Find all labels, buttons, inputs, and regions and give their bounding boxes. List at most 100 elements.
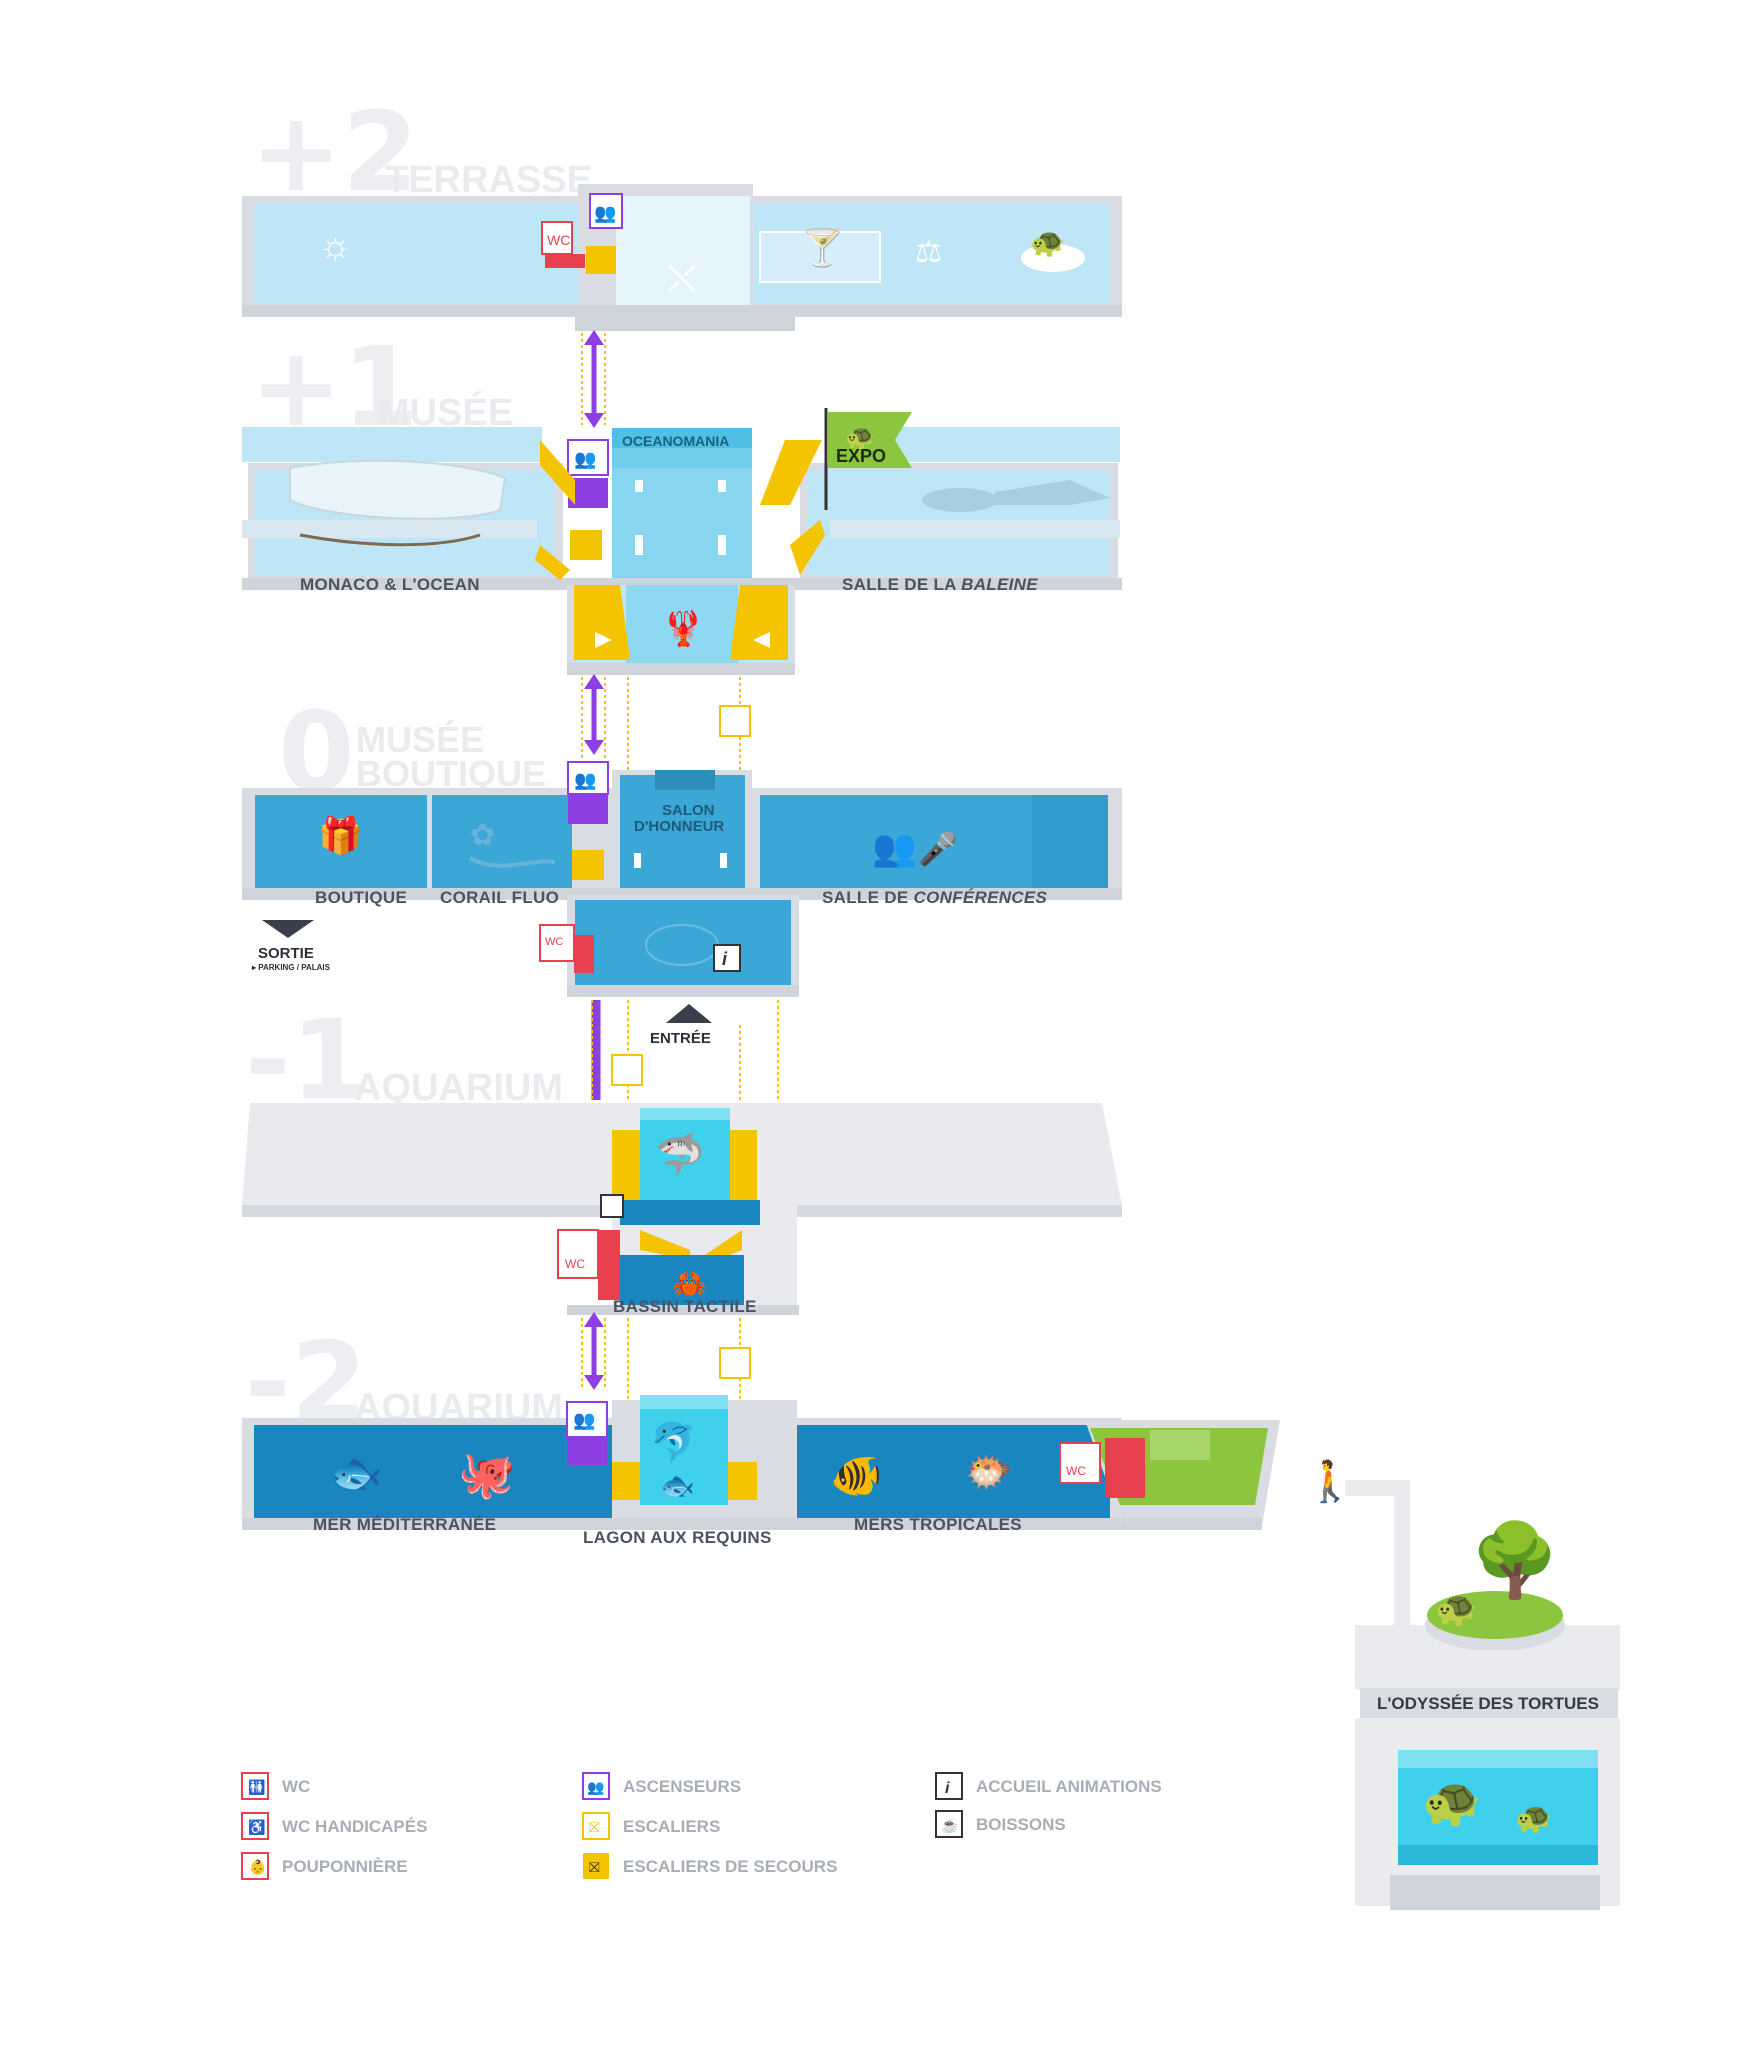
level-name-2: BOUTIQUE: [356, 753, 546, 794]
sea-turtle-icon: 🐢: [1422, 1776, 1482, 1829]
elevator-glyph: 👥: [587, 1779, 604, 1796]
room-label-baleine: SALLE DE LA BALEINE: [842, 575, 1038, 594]
gift-icon: 🎁: [318, 815, 363, 856]
clownfish-icon: 🐡: [965, 1452, 1012, 1494]
elevator-icon[interactable]: [566, 1401, 608, 1438]
elevator-icon[interactable]: [589, 193, 623, 229]
emergency-stairs-icon[interactable]: [572, 850, 604, 880]
nursery-icon: [241, 1852, 269, 1880]
island-icon: [1427, 1591, 1563, 1639]
legend-label: POUPONNIÈRE: [282, 1857, 408, 1876]
room-label-salon-1: SALON: [662, 802, 715, 819]
elevator-icon[interactable]: [567, 439, 609, 476]
exit-sublabel: ▸ PARKING / PALAIS: [251, 963, 331, 972]
entrance-label[interactable]: ENTRÉE: [650, 1030, 711, 1047]
exit-label[interactable]: SORTIE: [258, 945, 314, 962]
level-name: TERRASSE: [385, 159, 592, 201]
info-glyph: i: [722, 949, 728, 969]
angelfish-icon: 🐠: [830, 1452, 882, 1499]
elevator-shaft-4: [581, 1312, 751, 1400]
elevator-glyph: 👥: [574, 770, 596, 790]
whale-icon: [922, 488, 998, 512]
legend-item-wc: 🚻 WC: [241, 1772, 310, 1800]
crab-icon: 🦀: [672, 1268, 707, 1299]
legend: 🚻 WC ♿ WC HANDICAPÉS 👶 POUPONNIÈRE 👥 ASC…: [241, 1772, 1162, 1880]
room-label-corail: CORAIL FLUO: [440, 888, 559, 907]
drinks-icon: [935, 1810, 963, 1838]
octopus-icon: 🐙: [458, 1448, 515, 1502]
legend-item-info: i ACCUEIL ANIMATIONS: [935, 1772, 1162, 1800]
entrance-arrow-icon: [666, 1004, 712, 1023]
level-number: -1: [245, 996, 367, 1124]
turtle-exhibit: 🚶 🐢 🌳 L'ODYSSÉE DES TORTUES 🐢 🐢: [1305, 1458, 1620, 1910]
level-number: +2: [250, 88, 419, 216]
emergency-glyph: ⛝: [589, 1859, 600, 1875]
level-plus2-title: +2 TERRASSE: [250, 88, 592, 216]
wc-icon: [241, 1772, 269, 1800]
info-icon: [935, 1772, 963, 1800]
floor-minus1: 🦈 🦀 WC BASSIN TACTILE: [242, 1103, 1122, 1316]
fish-small-icon: 🐟: [660, 1470, 695, 1501]
legend-label: ESCALIERS DE SECOURS: [623, 1857, 837, 1876]
emergency-stairs-icon[interactable]: [570, 530, 602, 560]
legend-item-wc-handicap: ♿ WC HANDICAPÉS: [241, 1812, 427, 1840]
drinks-icon[interactable]: [600, 1194, 624, 1218]
baby-glyph: 👶: [249, 1859, 266, 1876]
exhibit-title: L'ODYSSÉE DES TORTUES: [1377, 1694, 1599, 1713]
wc-icon[interactable]: [541, 221, 573, 255]
elevator-glyph: 👥: [594, 203, 616, 223]
turtle-icon: 🐢: [845, 424, 875, 451]
exit-arrow-icon: [262, 920, 314, 938]
coral-icon: ✿: [470, 819, 495, 852]
speaker-icon: 🎤: [918, 830, 958, 867]
legend-item-nursery: 👶 POUPONNIÈRE: [241, 1852, 408, 1880]
stairs-icon[interactable]: [719, 1347, 751, 1379]
floor-0: SALON D'HONNEUR 🎁 ✿ 👥 🎤 👥 i WC BOUTIQUE …: [242, 761, 1122, 1047]
fish-icon: 🐟: [330, 1449, 382, 1496]
info-icon[interactable]: [713, 944, 741, 972]
stairs-icon: [582, 1812, 610, 1840]
wc-badge-label: WC: [545, 936, 563, 948]
floor-minus2: 🐟 🐙 🐠 🐡 🐬 🐟 👥 WC MER MÉDITERRANÉE LAGON …: [242, 1395, 1280, 1547]
small-turtle-icon: 🐢: [1515, 1802, 1552, 1835]
sun-icon: ☼: [318, 225, 353, 267]
legend-item-stairs: ⛝ ESCALIERS: [582, 1812, 720, 1840]
elevator-glyph: 👥: [573, 1410, 595, 1430]
dolphin-icon: 🐬: [650, 1419, 697, 1464]
shark-icon: 🦈: [655, 1131, 705, 1177]
legend-label: ACCUEIL ANIMATIONS: [976, 1777, 1162, 1796]
room-label-salon-2: D'HONNEUR: [634, 818, 724, 835]
room-label-boutique: BOUTIQUE: [315, 888, 407, 907]
wc-icon[interactable]: [1059, 1442, 1101, 1484]
wc-glyph: 🚻: [248, 1779, 265, 1796]
wc-badge-label: WC: [547, 232, 570, 248]
legend-label: WC HANDICAPÉS: [282, 1817, 427, 1836]
room-label-mers-trop: MERS TROPICALES: [854, 1515, 1022, 1534]
legend-item-emergency-stairs: ⛝ ESCALIERS DE SECOURS: [583, 1853, 837, 1879]
wc-icon[interactable]: [539, 924, 575, 962]
emergency-stairs-icon[interactable]: [586, 246, 616, 274]
expo-flag: [828, 412, 912, 468]
whale-skeleton-icon: [289, 459, 507, 520]
lobster-icon: 🦞: [662, 609, 704, 648]
skeleton-icon: [995, 480, 1110, 505]
seesaw-icon: ⚖: [915, 236, 942, 269]
legend-item-drinks: ☕ BOISSONS: [935, 1810, 1066, 1838]
legend-label: BOISSONS: [976, 1815, 1066, 1834]
stairs-icon[interactable]: [611, 1054, 643, 1086]
room-label-mer-med: MER MÉDITERRANÉE: [313, 1515, 496, 1534]
room-label-oceanomania: OCEANOMANIA: [622, 433, 729, 449]
drinks-glyph: ☕: [941, 1816, 958, 1834]
floor-plus2: ☼ 🍸 ⚖ 🐢 ⛌ WC 👥: [242, 184, 1122, 331]
wheelchair-glyph: ♿: [248, 1819, 265, 1836]
expo-label: EXPO: [836, 446, 886, 466]
level-name: MUSÉE: [378, 390, 513, 434]
turtle-island-icon: 🐢: [1435, 1590, 1477, 1628]
room-label-bassin: BASSIN TACTILE: [613, 1297, 757, 1316]
elevator-shaft-3: [591, 1000, 779, 1100]
elevator-glyph: 👥: [574, 449, 596, 469]
elevator-shaft-1: [581, 330, 606, 428]
audience-icon: 👥: [872, 827, 917, 868]
stairs-icon[interactable]: [719, 705, 751, 737]
